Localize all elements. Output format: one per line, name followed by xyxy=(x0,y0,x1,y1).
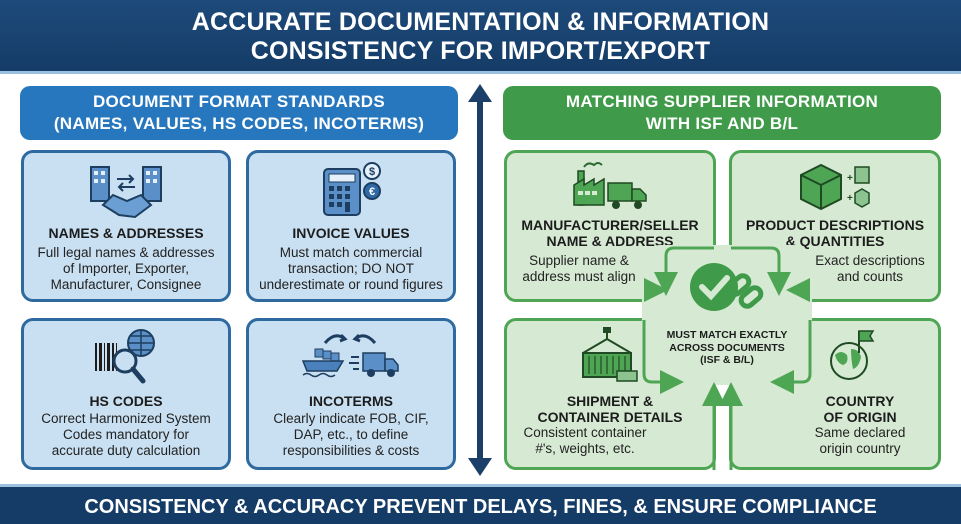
svg-text:+: + xyxy=(847,173,853,184)
card-description: Full legal names & addresses of Importer… xyxy=(37,245,215,292)
card-description: Consistent container #'s, weights, etc. xyxy=(523,425,647,456)
header-line-2: WITH ISF AND B/L xyxy=(645,114,799,133)
calculator-currency-icon: $ € xyxy=(323,162,381,216)
double-arrow-divider-icon xyxy=(468,84,492,476)
card-country-of-origin: COUNTRY OF ORIGIN Same declared origin c… xyxy=(729,318,941,470)
svg-text:$: $ xyxy=(369,166,375,178)
card-names-addresses: NAMES & ADDRESSES Full legal names & add… xyxy=(21,150,231,302)
card-description: Exact descriptions and counts xyxy=(815,253,925,284)
barcode-globe-magnifier-icon xyxy=(95,329,155,384)
card-title: INVOICE VALUES xyxy=(292,225,410,241)
card-incoterms: INCOTERMS Clearly indicate FOB, CIF, DAP… xyxy=(246,318,456,470)
container-crane-icon xyxy=(582,327,638,382)
card-description: Correct Harmonized System Codes mandator… xyxy=(41,411,211,458)
card-title: HS CODES xyxy=(89,393,163,409)
card-description: Must match commercial transaction; DO NO… xyxy=(259,245,443,292)
card-title: PRODUCT DESCRIPTIONS & QUANTITIES xyxy=(745,217,925,249)
hub-label: MUST MATCH EXACTLY ACROSS DOCUMENTS (ISF… xyxy=(666,329,788,366)
svg-text:+: + xyxy=(847,193,853,204)
card-title: INCOTERMS xyxy=(309,393,393,409)
buildings-handshake-icon xyxy=(90,166,162,219)
card-description: Supplier name & address must align xyxy=(522,253,636,284)
card-description: Clearly indicate FOB, CIF, DAP, etc., to… xyxy=(273,411,429,458)
factory-truck-icon xyxy=(573,162,647,209)
ship-truck-exchange-icon xyxy=(301,333,399,378)
title-banner: ACCURATE DOCUMENTATION & INFORMATION CON… xyxy=(0,0,961,74)
card-title: NAMES & ADDRESSES xyxy=(48,225,204,241)
check-link-icon xyxy=(690,263,764,311)
card-invoice-values: $ € INVOICE VALUES Must match commercial… xyxy=(246,150,456,302)
card-title: SHIPMENT & CONTAINER DETAILS xyxy=(537,393,683,425)
card-title: MANUFACTURER/SELLER NAME & ADDRESS xyxy=(521,217,699,249)
card-title: COUNTRY OF ORIGIN xyxy=(823,393,897,425)
document-format-standards-header: DOCUMENT FORMAT STANDARDS (NAMES, VALUES… xyxy=(20,86,458,140)
title-line-2: CONSISTENCY FOR IMPORT/EXPORT xyxy=(250,37,711,65)
card-hs-codes: HS CODES Correct Harmonized System Codes… xyxy=(21,318,231,470)
header-line-1: DOCUMENT FORMAT STANDARDS xyxy=(92,92,386,111)
globe-flag-icon xyxy=(830,330,875,380)
header-line-2: (NAMES, VALUES, HS CODES, INCOTERMS) xyxy=(53,114,425,133)
must-match-hub: MUST MATCH EXACTLY ACROSS DOCUMENTS (ISF… xyxy=(642,245,812,385)
boxes-icon: + + xyxy=(800,163,870,211)
card-shipment-container: SHIPMENT & CONTAINER DETAILS Consistent … xyxy=(504,318,716,470)
title-line-1: ACCURATE DOCUMENTATION & INFORMATION xyxy=(191,8,770,36)
footer-banner: CONSISTENCY & ACCURACY PREVENT DELAYS, F… xyxy=(0,484,961,524)
card-product-descriptions: + + PRODUCT DESCRIPTIONS & QUANTITIES Ex… xyxy=(729,150,941,302)
card-description: Same declared origin country xyxy=(814,425,906,456)
matching-supplier-header: MATCHING SUPPLIER INFORMATION WITH ISF A… xyxy=(503,86,941,140)
header-line-1: MATCHING SUPPLIER INFORMATION xyxy=(565,92,879,111)
svg-text:€: € xyxy=(369,186,375,198)
